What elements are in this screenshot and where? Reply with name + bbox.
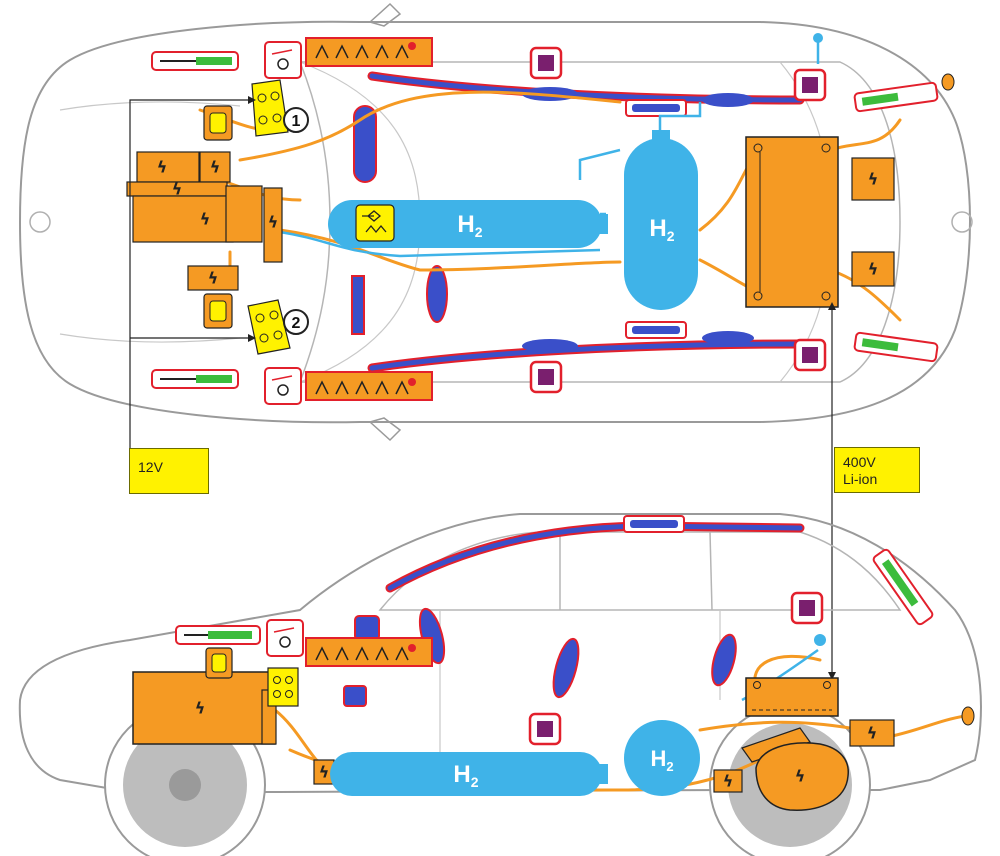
battery-12v-side-icon [267,667,299,707]
svg-text:H2: H2 [457,211,482,240]
side-airbag [426,265,448,323]
gas-strut-icon [175,625,261,645]
battery-400v-callout: 400V Li-ion [834,447,920,493]
knee-airbag-side [354,615,380,641]
marker-1: 1 [283,107,309,133]
hv-module-rear [851,251,895,287]
hydrogen-tank-round-side: H2 [624,720,700,796]
pretensioner-row-icon [305,371,433,401]
hv-junction-side [713,769,743,793]
airbag-icon [343,685,367,707]
hv-module [126,151,283,263]
hydrogen-tank-round: H2 [624,130,698,310]
sensor-icon [793,68,827,102]
seat-airbag [353,105,377,183]
hv-battery-400v [745,136,839,308]
battery-12v-label: 12V [138,459,163,475]
battery-12v-1-icon [251,79,289,137]
pyrotechnic-actuator-icon [264,367,302,405]
sensor-icon [793,338,827,372]
belt-tensioner-icon [623,515,685,533]
fuse-icon [203,105,233,141]
battery-400v-label: 400V [843,454,876,470]
pyrotechnic-actuator-icon [264,41,302,79]
battery-12v-callout: 12V [129,448,209,494]
gas-strut-icon [151,51,239,71]
pressure-relief-valve-icon [355,204,395,242]
fuse-icon [205,647,233,679]
sensor-icon [529,46,563,80]
svg-text:H2: H2 [650,746,673,774]
marker-2: 2 [283,309,309,335]
hv-battery-400v-side [745,677,839,717]
hv-module-rear-side [849,719,895,747]
knee-airbag [351,275,365,335]
hydrogen-tank-long: H2 [328,200,608,248]
gas-strut-icon [853,81,939,113]
side-airbag [552,637,580,699]
svg-text:H2: H2 [649,215,674,244]
electric-drive-unit [741,727,849,811]
callout-12v-lines [129,99,248,448]
pretensioner-row-icon [305,37,433,67]
top-view: 1 2 H2 H2 [18,2,973,680]
hv-module-rear [851,157,895,201]
hv-junction [187,265,239,291]
gas-strut-icon [853,331,939,363]
pretensioner-row-icon [305,637,433,667]
side-view: H2 H2 [18,513,982,856]
hydrogen-tank-long-side: H2 [330,752,608,796]
sensor-icon [529,360,563,394]
curtain-airbag-side [387,523,803,591]
fuse-icon [203,293,233,329]
pyrotechnic-actuator-icon [266,619,304,657]
battery-chemistry-label: Li-ion [843,471,878,487]
svg-text:H2: H2 [453,761,478,790]
belt-tensioner-icon [625,99,687,117]
gas-strut-icon [872,548,934,626]
sensor-icon [790,591,824,625]
hv-module-front-side [132,671,277,745]
belt-tensioner-icon [625,321,687,339]
top-car-outline [18,20,971,424]
battery-12v-2-icon [247,299,291,355]
top-cabin-outline [298,61,901,383]
side-airbag [711,633,737,687]
sensor-icon [528,712,562,746]
gas-strut-icon [151,369,239,389]
svg-text:2: 2 [292,315,301,332]
svg-text:1: 1 [292,113,301,130]
